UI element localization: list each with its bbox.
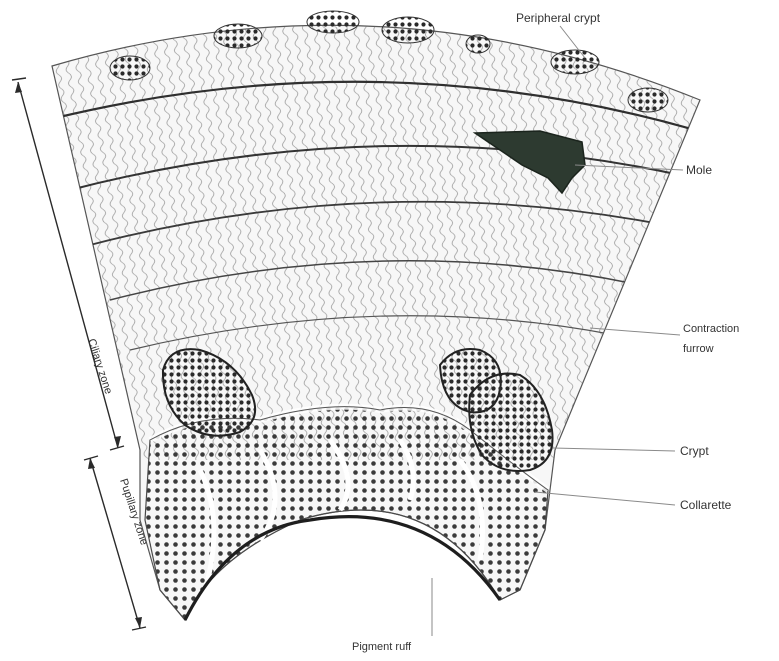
- peripheral-crypt: [466, 35, 490, 53]
- peripheral-crypt: [110, 56, 150, 80]
- label-pigment-ruff: Pigment ruff: [352, 641, 412, 653]
- leader-crypt: [553, 448, 675, 451]
- label-crypt: Crypt: [680, 444, 709, 458]
- label-contraction-furrow-line2: furrow: [683, 343, 714, 355]
- peripheral-crypt: [382, 17, 434, 43]
- peripheral-crypt: [214, 24, 262, 48]
- leader-collarette: [535, 492, 675, 505]
- label-contraction-furrow-line1: Contraction: [683, 323, 739, 335]
- label-collarette: Collarette: [680, 498, 732, 512]
- peripheral-crypt: [307, 11, 359, 33]
- label-mole: Mole: [686, 163, 712, 177]
- label-peripheral-crypt: Peripheral crypt: [516, 11, 601, 25]
- peripheral-crypt: [628, 88, 668, 112]
- pupillary-zone-bar: [90, 458, 140, 628]
- label-ciliary-zone: Ciliary zone: [85, 337, 114, 395]
- peripheral-crypt: [551, 50, 599, 74]
